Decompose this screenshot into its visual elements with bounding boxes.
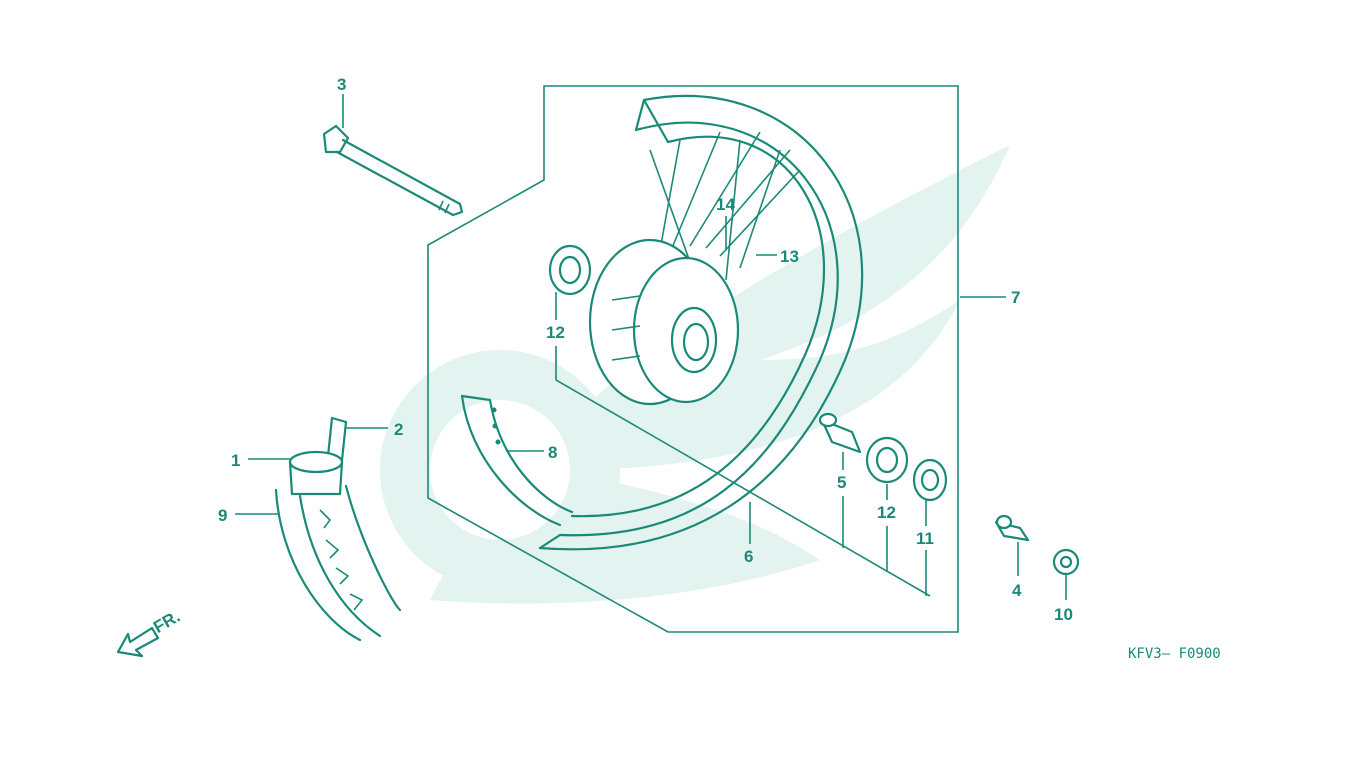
callout-6: 6: [744, 547, 753, 566]
callout-1: 1: [231, 451, 240, 470]
wheel-hub: [588, 238, 740, 406]
distance-collar: [818, 412, 862, 454]
inner-tube: [288, 416, 348, 496]
callout-12-right: 12: [877, 503, 896, 522]
tire: [274, 484, 402, 642]
callout-3: 3: [337, 75, 346, 94]
dust-seal: [912, 458, 948, 502]
callout-9: 9: [218, 506, 227, 525]
callout-14: 14: [716, 195, 735, 214]
callout-11: 11: [916, 529, 934, 548]
axle-nut: [1052, 548, 1080, 576]
front-direction-arrow: FR.: [116, 607, 183, 658]
side-collar: [994, 514, 1030, 542]
callout-4: 4: [1012, 581, 1022, 600]
rim-band: [460, 394, 574, 527]
axle-bolt: [322, 124, 464, 217]
callout-7: 7: [1011, 288, 1020, 307]
diagram-code: KFV3— F0900: [1128, 646, 1221, 662]
callout-labels: 1 2 3 4 5 6 7 8 9 10 11 12 12 13 14: [218, 75, 1073, 624]
callout-8: 8: [548, 443, 557, 462]
bearing-left: [548, 244, 592, 296]
bearing-right: [865, 436, 909, 484]
spokes: [649, 131, 801, 291]
wheel-rim: [538, 94, 864, 551]
callout-5: 5: [837, 473, 846, 492]
leader-lines: [235, 94, 1067, 600]
callout-10: 10: [1054, 605, 1073, 624]
assembly-frame: [427, 85, 959, 633]
callout-13: 13: [780, 247, 799, 266]
callout-12-left: 12: [546, 323, 565, 342]
callout-2: 2: [394, 420, 403, 439]
